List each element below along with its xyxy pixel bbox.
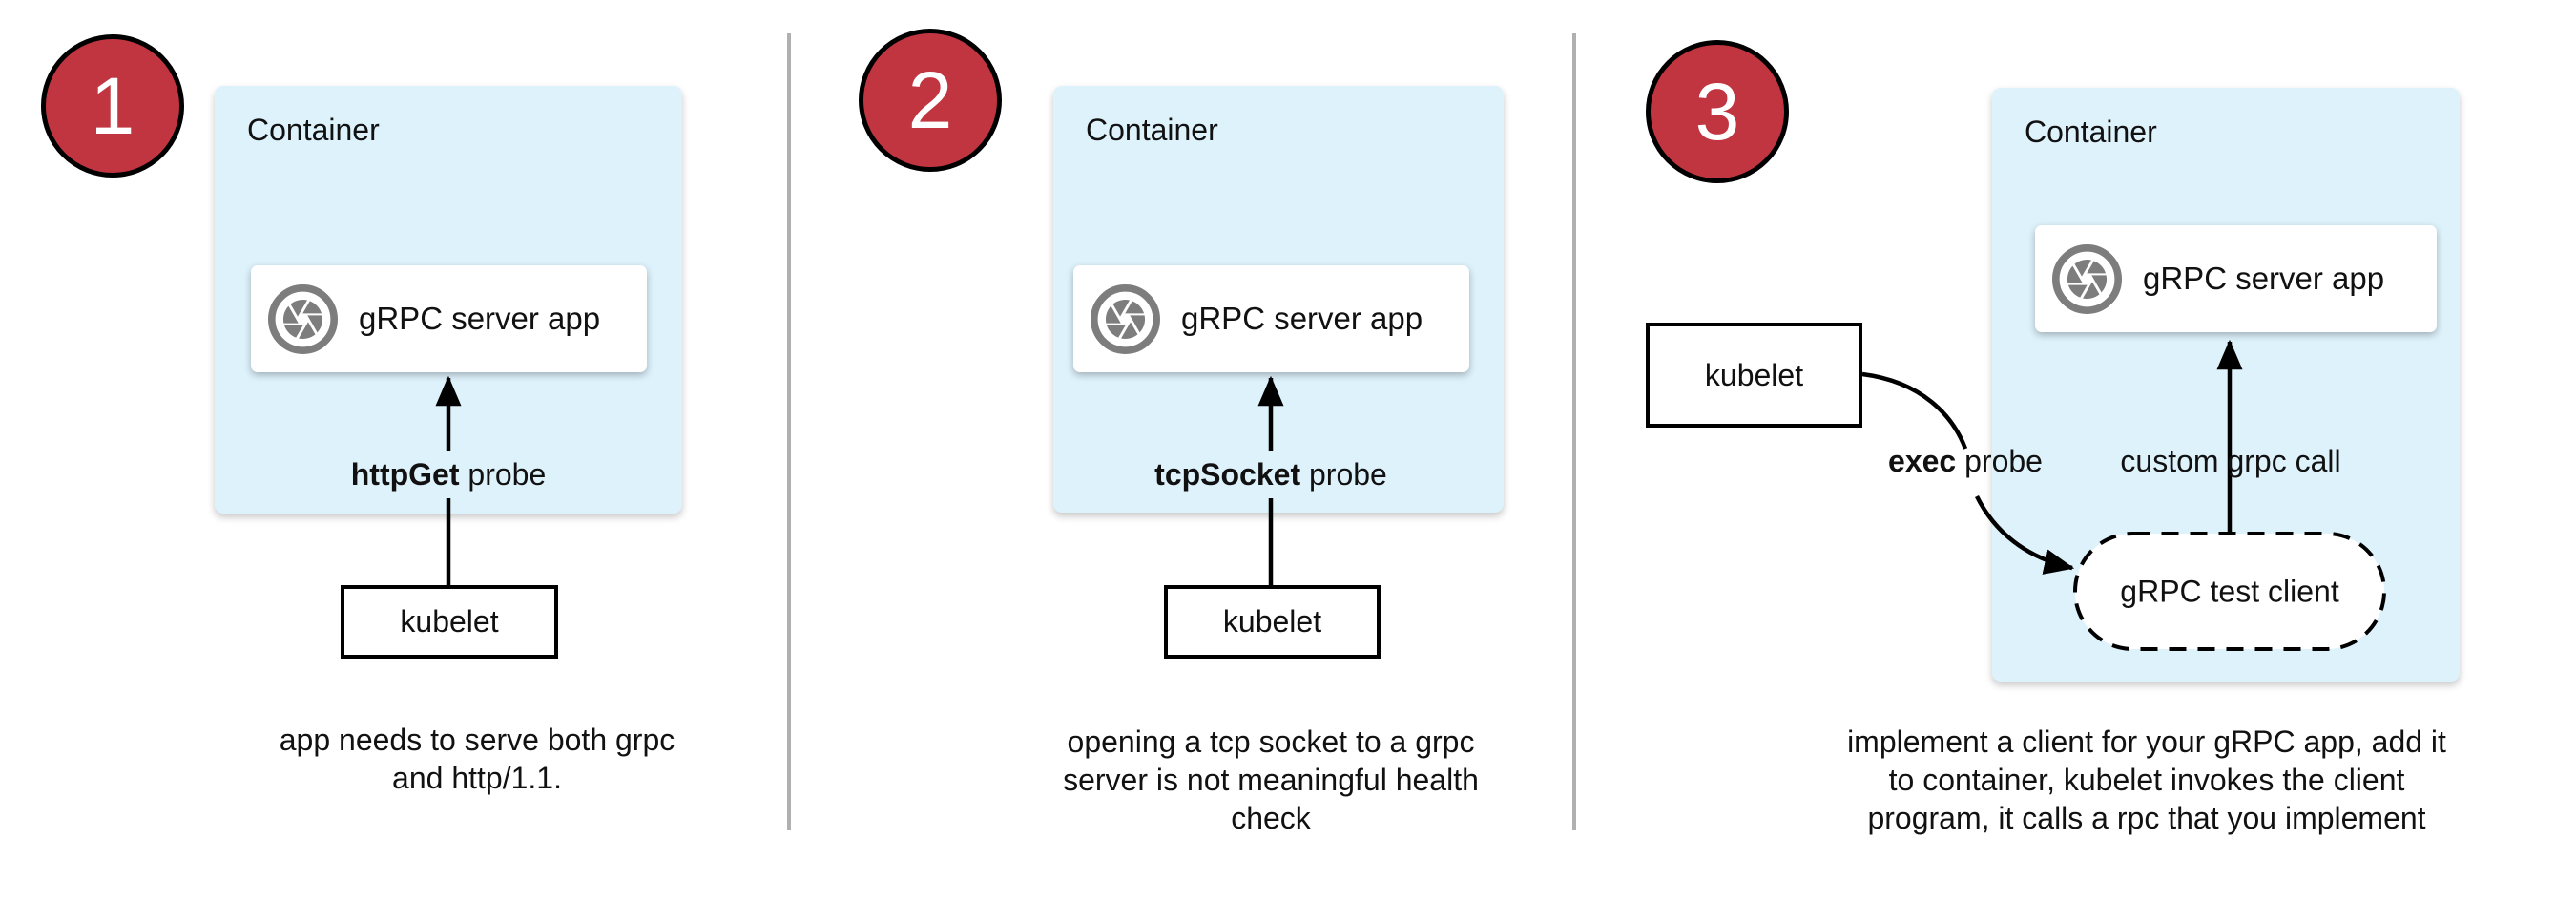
custom-grpc-call-label: custom grpc call bbox=[2120, 444, 2340, 479]
caption-1: app needs to serve both grpc and http/1.… bbox=[229, 721, 725, 797]
caption-line: app needs to serve both grpc bbox=[279, 723, 675, 757]
kubelet-box: kubelet bbox=[1164, 585, 1381, 659]
probe-type: httpGet bbox=[350, 457, 460, 492]
kubelet-label: kubelet bbox=[400, 604, 499, 639]
step-badge-3: 3 bbox=[1646, 40, 1789, 183]
grpc-test-client-label: gRPC test client bbox=[2120, 575, 2338, 610]
container-label: Container bbox=[1086, 113, 1218, 147]
caption-2: opening a tcp socket to a grpc server is… bbox=[1023, 723, 1519, 837]
container-label: Container bbox=[247, 113, 380, 147]
probe-label-tcpsocket: tcpSocket probe bbox=[1143, 451, 1399, 498]
kubelet-label: kubelet bbox=[1222, 604, 1322, 639]
probe-word: probe bbox=[1300, 457, 1387, 492]
step-number: 2 bbox=[907, 54, 953, 145]
grpc-server-app-label: gRPC server app bbox=[2143, 261, 2385, 296]
caption-3: implement a client for your gRPC app, ad… bbox=[1813, 723, 2481, 837]
caption-line: check bbox=[1231, 801, 1311, 835]
custom-grpc-call-text: custom grpc call bbox=[2120, 444, 2341, 478]
caption-line: opening a tcp socket to a grpc bbox=[1067, 724, 1475, 759]
step-number: 1 bbox=[90, 60, 135, 151]
panel-divider-1 bbox=[787, 33, 791, 830]
step-number: 3 bbox=[1694, 66, 1740, 157]
probe-label-httpget: httpGet probe bbox=[339, 451, 558, 498]
caption-line: server is not meaningful health bbox=[1063, 763, 1479, 797]
camera-aperture-icon bbox=[268, 283, 338, 354]
container-label: Container bbox=[2025, 115, 2157, 149]
kubelet-label: kubelet bbox=[1704, 357, 1804, 392]
camera-aperture-icon bbox=[1091, 283, 1160, 354]
probe-label-exec: exec probe bbox=[1888, 444, 2043, 479]
caption-line: and http/1.1. bbox=[392, 761, 562, 795]
panel-divider-2 bbox=[1572, 33, 1576, 830]
caption-line: to container, kubelet invokes the client bbox=[1888, 763, 2405, 797]
probe-type: exec bbox=[1888, 444, 1957, 478]
step-badge-1: 1 bbox=[41, 34, 184, 178]
caption-line: program, it calls a rpc that you impleme… bbox=[1867, 801, 2426, 835]
step-badge-2: 2 bbox=[859, 29, 1002, 172]
caption-line: implement a client for your gRPC app, ad… bbox=[1847, 724, 2446, 759]
grpc-server-app-box: gRPC server app bbox=[2035, 225, 2437, 332]
grpc-server-app-label: gRPC server app bbox=[1181, 301, 1423, 336]
probe-word: probe bbox=[1956, 444, 2043, 478]
kubelet-box: kubelet bbox=[1646, 323, 1862, 428]
grpc-test-client-text: gRPC test client bbox=[2120, 574, 2339, 609]
probe-type: tcpSocket bbox=[1154, 457, 1301, 492]
probe-word: probe bbox=[459, 457, 547, 492]
grpc-server-app-label: gRPC server app bbox=[359, 301, 601, 336]
camera-aperture-icon bbox=[2052, 243, 2122, 314]
kubelet-box: kubelet bbox=[341, 585, 558, 659]
exec-probe-curve-upper bbox=[1861, 371, 1968, 450]
grpc-server-app-box: gRPC server app bbox=[1073, 265, 1469, 372]
grpc-server-app-box: gRPC server app bbox=[251, 265, 647, 372]
